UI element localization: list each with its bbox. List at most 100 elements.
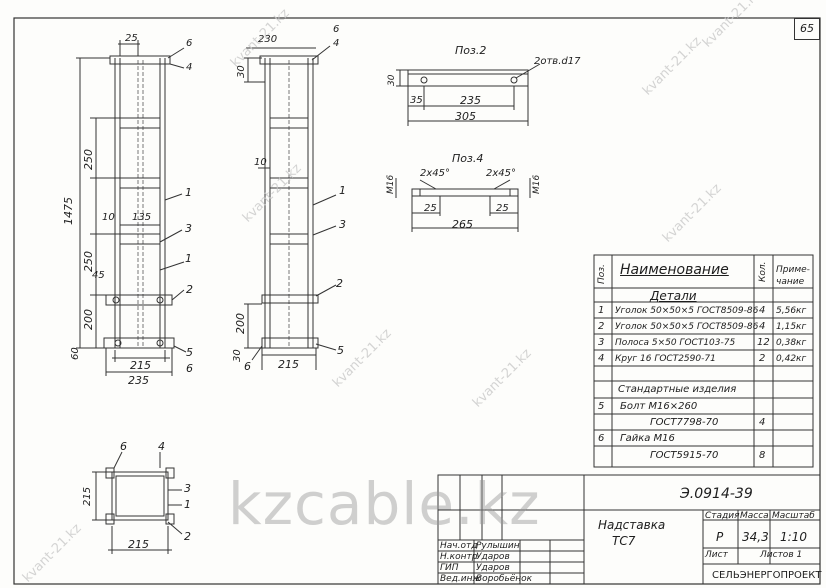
spec-row-name2: ГОСТ7798-70 xyxy=(650,417,719,428)
spec-header-qty: Кол. xyxy=(758,261,768,282)
callout-label: 6 xyxy=(186,38,193,49)
dim-label: 10 xyxy=(254,157,267,168)
callout-label: 6 xyxy=(186,362,193,375)
spec-row-name: Полоса 5×50 ГОСТ103-75 xyxy=(615,338,736,348)
spec-row-name: Круг 16 ГОСТ2590-71 xyxy=(615,354,716,364)
dim-label: 10 xyxy=(102,212,115,223)
role-label: Нач.отд xyxy=(440,541,478,551)
role-label: Н.контр xyxy=(440,552,478,562)
dim-label: 135 xyxy=(132,212,152,223)
callout-label: 1 xyxy=(185,186,192,199)
sheets-label: Листов 1 xyxy=(760,550,803,560)
scale-value: 1:10 xyxy=(780,530,807,544)
dim-label: 215 xyxy=(130,359,151,372)
callout-label: 2 xyxy=(336,277,343,290)
spec-section-title: Детали xyxy=(650,289,697,303)
callout-label: 6 xyxy=(120,440,127,453)
spec-row-pos: 6 xyxy=(598,433,605,444)
detail-title: Поз.2 xyxy=(455,44,487,57)
dim-label: 30 xyxy=(232,349,243,362)
spec-row-name2: ГОСТ5915-70 xyxy=(650,450,719,461)
dim-label: 215 xyxy=(82,486,93,506)
callout-label: 1 xyxy=(185,252,192,265)
dim-label: 235 xyxy=(128,374,149,387)
dim-label: 1475 xyxy=(62,197,75,225)
spec-row-qty: 4 xyxy=(759,305,766,316)
signer-name: Ударов xyxy=(476,563,510,573)
callout-label: 3 xyxy=(339,218,346,231)
callout-label: 5 xyxy=(337,344,344,357)
spec-row-pos: 3 xyxy=(598,337,605,348)
spec-row-name: Уголок 50×50×5 ГОСТ8509-86 xyxy=(615,306,759,316)
role-label: Вед.инж xyxy=(440,574,481,584)
spec-header-pos: Поз. xyxy=(597,264,607,284)
spec-row-pos: 2 xyxy=(598,321,605,332)
signer-name: Рулышин xyxy=(476,541,520,551)
spec-row-note: 1,15кг xyxy=(776,322,807,332)
dim-label: 30 xyxy=(387,74,397,86)
callout-label: 2 xyxy=(186,283,193,296)
callout-label: 1 xyxy=(339,184,346,197)
stage-value: Р xyxy=(716,530,724,544)
dim-label: 305 xyxy=(455,110,476,123)
product-name: Надставка xyxy=(598,518,666,532)
stage-label: Стадия xyxy=(705,511,740,521)
chamfer-label: 2x45° xyxy=(420,168,451,179)
dim-label: 250 xyxy=(82,149,95,170)
dim-label: 200 xyxy=(234,313,247,334)
sheet-label: Лист xyxy=(705,550,728,560)
thread-label: M16 xyxy=(386,174,396,194)
signer-name: Воробьёнок xyxy=(476,574,533,584)
callout-label: 6 xyxy=(244,360,251,373)
spec-row-qty: 4 xyxy=(759,321,766,332)
spec-row-note: 5,56кг xyxy=(776,306,807,316)
spec-row-name: Гайка М16 xyxy=(620,433,675,444)
dim-label: 230 xyxy=(258,34,278,45)
chamfer-label: 2x45° xyxy=(486,168,517,179)
signer-name: Ударов xyxy=(476,552,510,562)
mass-label: Масса xyxy=(740,511,769,521)
callout-label: 5 xyxy=(186,346,193,359)
dim-label: 60 xyxy=(70,347,81,360)
dim-label: 25 xyxy=(424,203,437,214)
dim-label: 235 xyxy=(460,94,481,107)
dim-label: 25 xyxy=(496,203,509,214)
detail-title: Поз.4 xyxy=(452,152,484,165)
dim-label: 200 xyxy=(82,309,95,330)
callout-label: 3 xyxy=(185,222,192,235)
scale-label: Масштаб xyxy=(772,511,815,521)
spec-row-pos: 1 xyxy=(598,305,605,316)
watermark-large: kzcable.kz xyxy=(228,470,541,538)
spec-section-title: Стандартные изделия xyxy=(618,384,737,395)
product-code: ТС7 xyxy=(612,534,636,548)
dim-label: 45 xyxy=(92,270,105,281)
dim-label: 265 xyxy=(452,218,473,231)
spec-row-pos: 5 xyxy=(598,401,605,412)
dim-label: 30 xyxy=(236,65,247,78)
spec-row-name: Уголок 50×50×5 ГОСТ8509-86 xyxy=(615,322,759,332)
spec-row-name: Болт М16×260 xyxy=(620,401,698,412)
drawing-code: Э.0914-39 xyxy=(680,486,753,502)
spec-header-note: Приме-чание xyxy=(776,265,810,287)
page-number: 65 xyxy=(794,18,820,40)
spec-row-pos: 4 xyxy=(598,353,605,364)
mass-value: 34,3 xyxy=(742,530,769,544)
hole-note: 2отв.d17 xyxy=(534,56,581,67)
thread-label: M16 xyxy=(532,174,542,194)
dim-label: 215 xyxy=(278,358,299,371)
spec-row-note: 0,42кг xyxy=(776,354,807,364)
callout-label: 2 xyxy=(184,530,191,543)
spec-row-qty: 12 xyxy=(757,337,770,348)
spec-row-qty: 8 xyxy=(759,450,766,461)
callout-label: 4 xyxy=(158,440,165,453)
spec-row-qty: 2 xyxy=(759,353,766,364)
callout-label: 3 xyxy=(184,482,191,495)
organization-name: СЕЛЬЭНЕРГОПРОЕКТ xyxy=(712,570,822,581)
callout-label: 1 xyxy=(184,498,191,511)
callout-label: 4 xyxy=(186,62,193,73)
dim-label: 250 xyxy=(82,251,95,272)
callout-label: 4 xyxy=(333,38,340,49)
role-label: ГИП xyxy=(440,563,459,573)
